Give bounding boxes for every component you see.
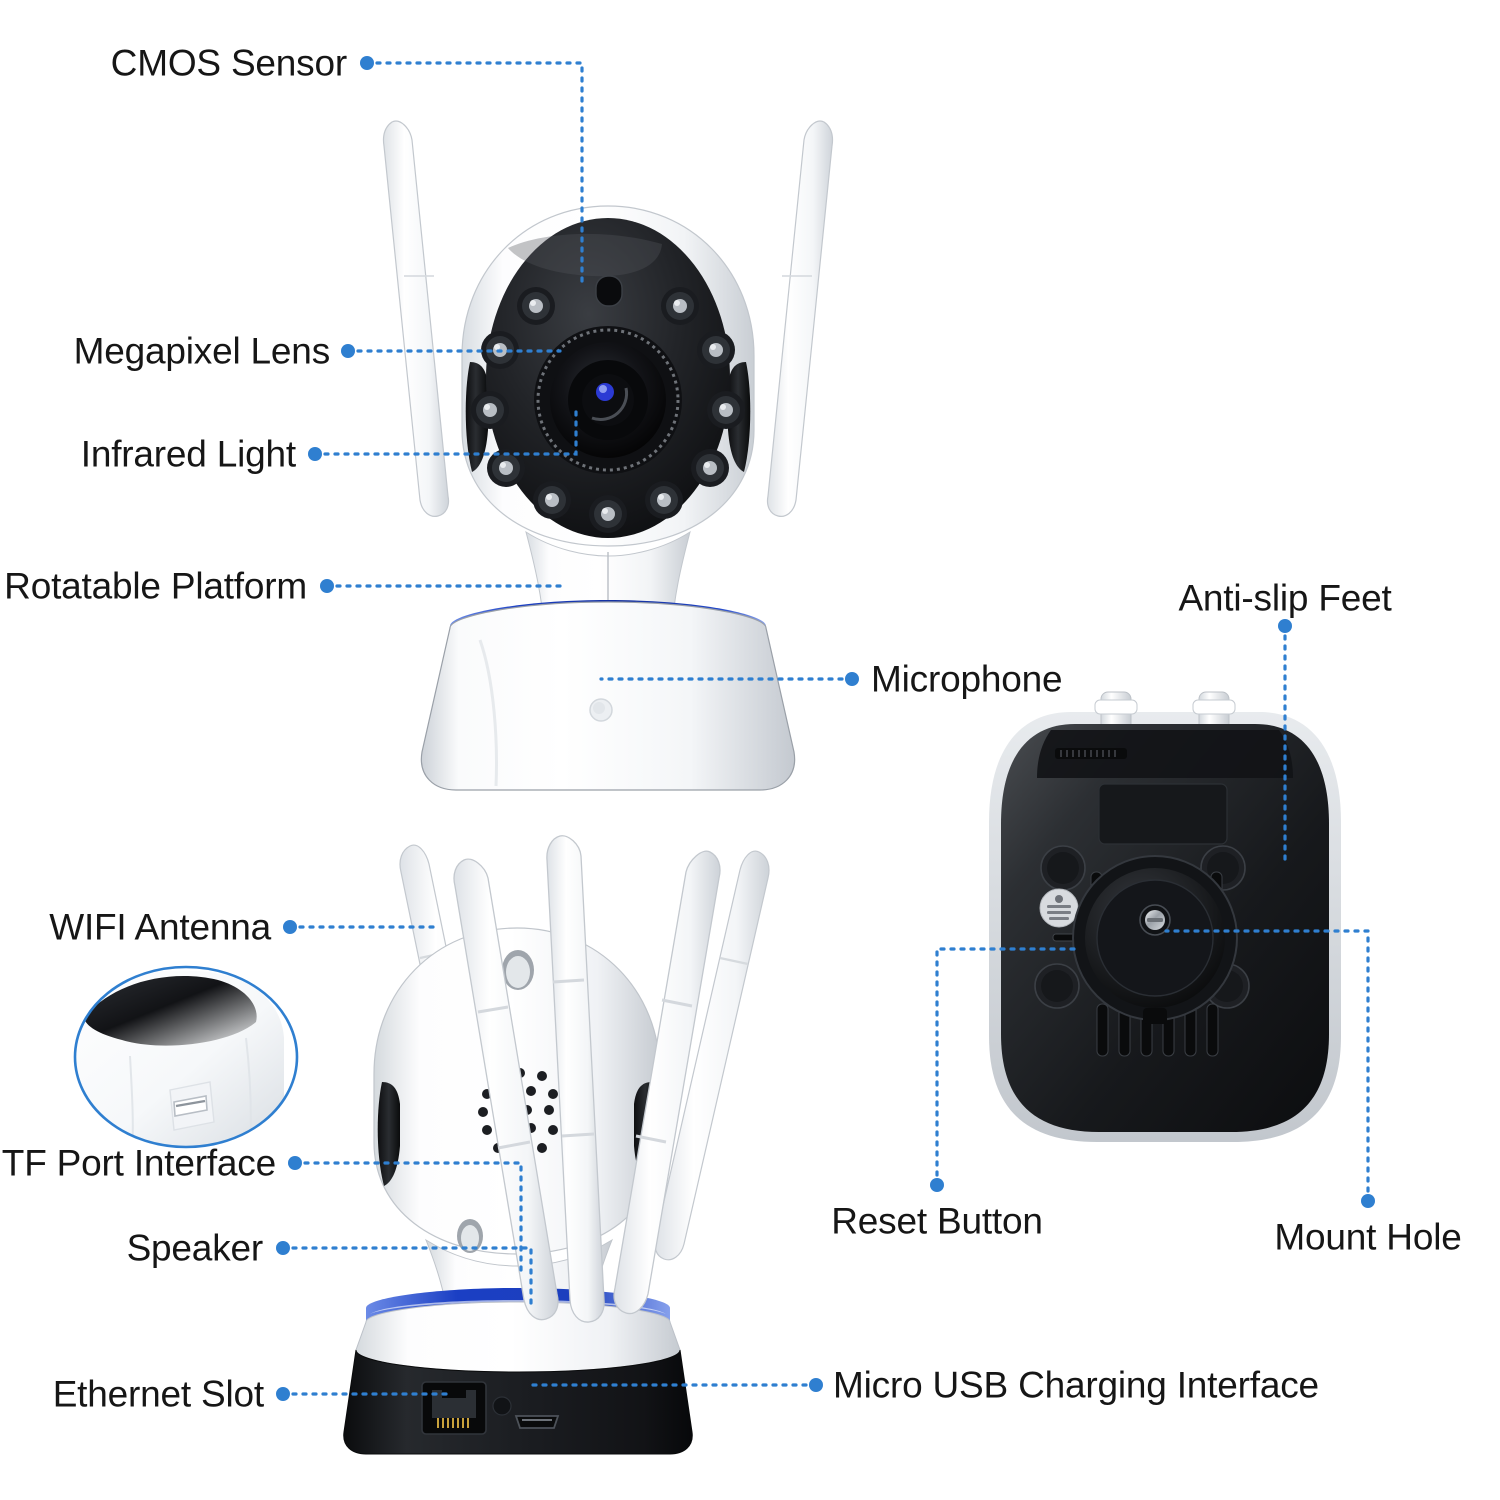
label-anti-slip-feet: Anti-slip Feet: [1178, 577, 1392, 619]
leader-dot-reset-button: [930, 1178, 944, 1192]
rear-antenna-far-right: [654, 850, 770, 1261]
label-micro-usb: Micro USB Charging Interface: [833, 1364, 1319, 1406]
tf-port-detail-circle: [73, 965, 299, 1149]
label-tf-port-interface: TF Port Interface: [1, 1142, 276, 1184]
micro-usb-port: [514, 1415, 560, 1429]
label-ethernet-slot: Ethernet Slot: [52, 1373, 265, 1415]
rear-antenna-right-front: [613, 850, 721, 1315]
rear-indicator-hole: [492, 1396, 512, 1416]
leader-dot-micro-usb: [809, 1378, 823, 1392]
label-rotatable-platform: Rotatable Platform: [4, 565, 307, 607]
megapixel-lens-element: [534, 326, 682, 474]
label-wifi-antenna: WIFI Antenna: [49, 906, 271, 948]
tf-detail-dark-panel: [84, 976, 257, 1046]
leader-dot-anti-slip-feet: [1278, 619, 1292, 633]
anti-slip-foot-bottom-left: [1034, 963, 1080, 1009]
anti-slip-foot-top-left: [1040, 845, 1086, 891]
leader-dot-infrared-light: [308, 447, 322, 461]
rear-view-illustration: [343, 835, 770, 1455]
rear-antenna-left-front: [453, 858, 559, 1321]
rear-side-panel-left: [377, 1082, 400, 1186]
label-infrared-light: Infrared Light: [80, 433, 296, 475]
ethernet-port: [421, 1381, 487, 1435]
qc-sticker: [1039, 888, 1079, 928]
label-microphone: Microphone: [871, 658, 1063, 700]
label-mount-hole: Mount Hole: [1274, 1216, 1462, 1258]
label-speaker: Speaker: [126, 1227, 264, 1269]
cmos-sensor-element: [595, 275, 623, 307]
camera-base-front: [420, 601, 796, 791]
leader-dot-mount-hole: [1361, 1194, 1375, 1208]
infrared-led-highlighted: [589, 495, 627, 533]
front-antenna-left: [382, 120, 450, 517]
front-antenna-right: [766, 120, 834, 517]
bottom-label-plate: [1098, 783, 1228, 845]
tf-detail-ring: [73, 965, 299, 1149]
bottom-view-illustration: [989, 691, 1341, 1142]
label-reset-button: Reset Button: [831, 1200, 1043, 1242]
rear-antenna-center-front: [546, 835, 605, 1323]
label-cmos-sensor: CMOS Sensor: [110, 42, 348, 84]
leader-dot-cmos-sensor: [360, 56, 374, 70]
label-megapixel-lens: Megapixel Lens: [73, 330, 331, 372]
front-view-illustration: [382, 120, 834, 791]
